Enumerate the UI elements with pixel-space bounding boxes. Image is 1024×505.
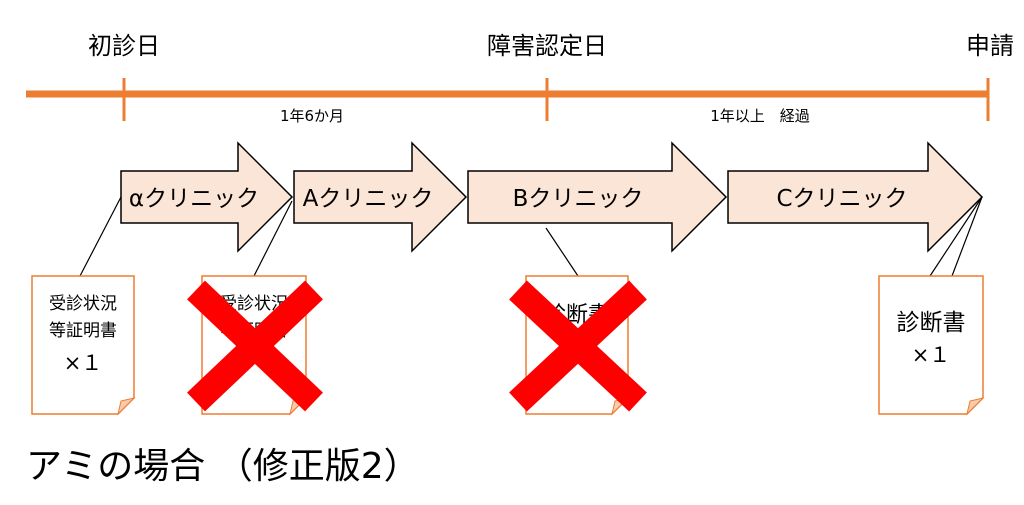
callout-line-alpha (79, 196, 122, 277)
document-line-1: 診断書 (897, 310, 966, 336)
callout-lines (79, 196, 983, 277)
clinic-arrow-c (727, 141, 984, 253)
cross-mark-icon (187, 280, 323, 412)
callout-line-b (545, 227, 579, 277)
clinic-arrow-alpha (120, 141, 294, 253)
document-count: ×１ (912, 343, 951, 367)
milestone-first-visit: 初診日 (88, 32, 160, 60)
clinic-label-c: Cクリニック (776, 186, 907, 212)
document-line-2: 等証明書 (49, 321, 117, 341)
duration-label-2: 1年以上 経過 (710, 107, 810, 125)
document-b: 診断書 (509, 275, 647, 416)
document-fold (117, 397, 136, 416)
duration-label-1: 1年6か月 (280, 107, 344, 125)
cross-mark-icon (509, 280, 647, 412)
clinic-arrow-a (293, 141, 468, 253)
milestone-certification: 障害認定日 (487, 32, 607, 60)
document-alpha: 受診状況 等証明書 ×１ (31, 275, 136, 416)
callout-line-a (253, 200, 293, 277)
document-a: 受診状況 等証明書 (187, 275, 323, 416)
clinic-label-b: Bクリニック (513, 186, 644, 212)
document-c: 診断書 ×１ (878, 275, 985, 416)
page-title: アミの場合 （修正版2） (26, 446, 420, 487)
clinic-label-a: Aクリニック (303, 186, 434, 212)
clinic-arrows: αクリニック Aクリニック Bクリニック Cクリニック (120, 141, 984, 253)
callout-line-c-1 (929, 196, 983, 277)
timeline: 初診日 障害認定日 申請 1年6か月 1年以上 経過 (26, 32, 1014, 125)
clinic-label-alpha: αクリニック (129, 186, 259, 212)
callout-line-c-2 (951, 196, 983, 277)
document-fold (966, 397, 985, 416)
document-line-1: 受診状況 (49, 294, 117, 314)
clinic-arrow-b (467, 141, 728, 253)
milestone-application: 申請 (966, 32, 1014, 60)
document-line-1: 受診状況 (220, 294, 288, 314)
document-count: ×１ (64, 351, 103, 375)
